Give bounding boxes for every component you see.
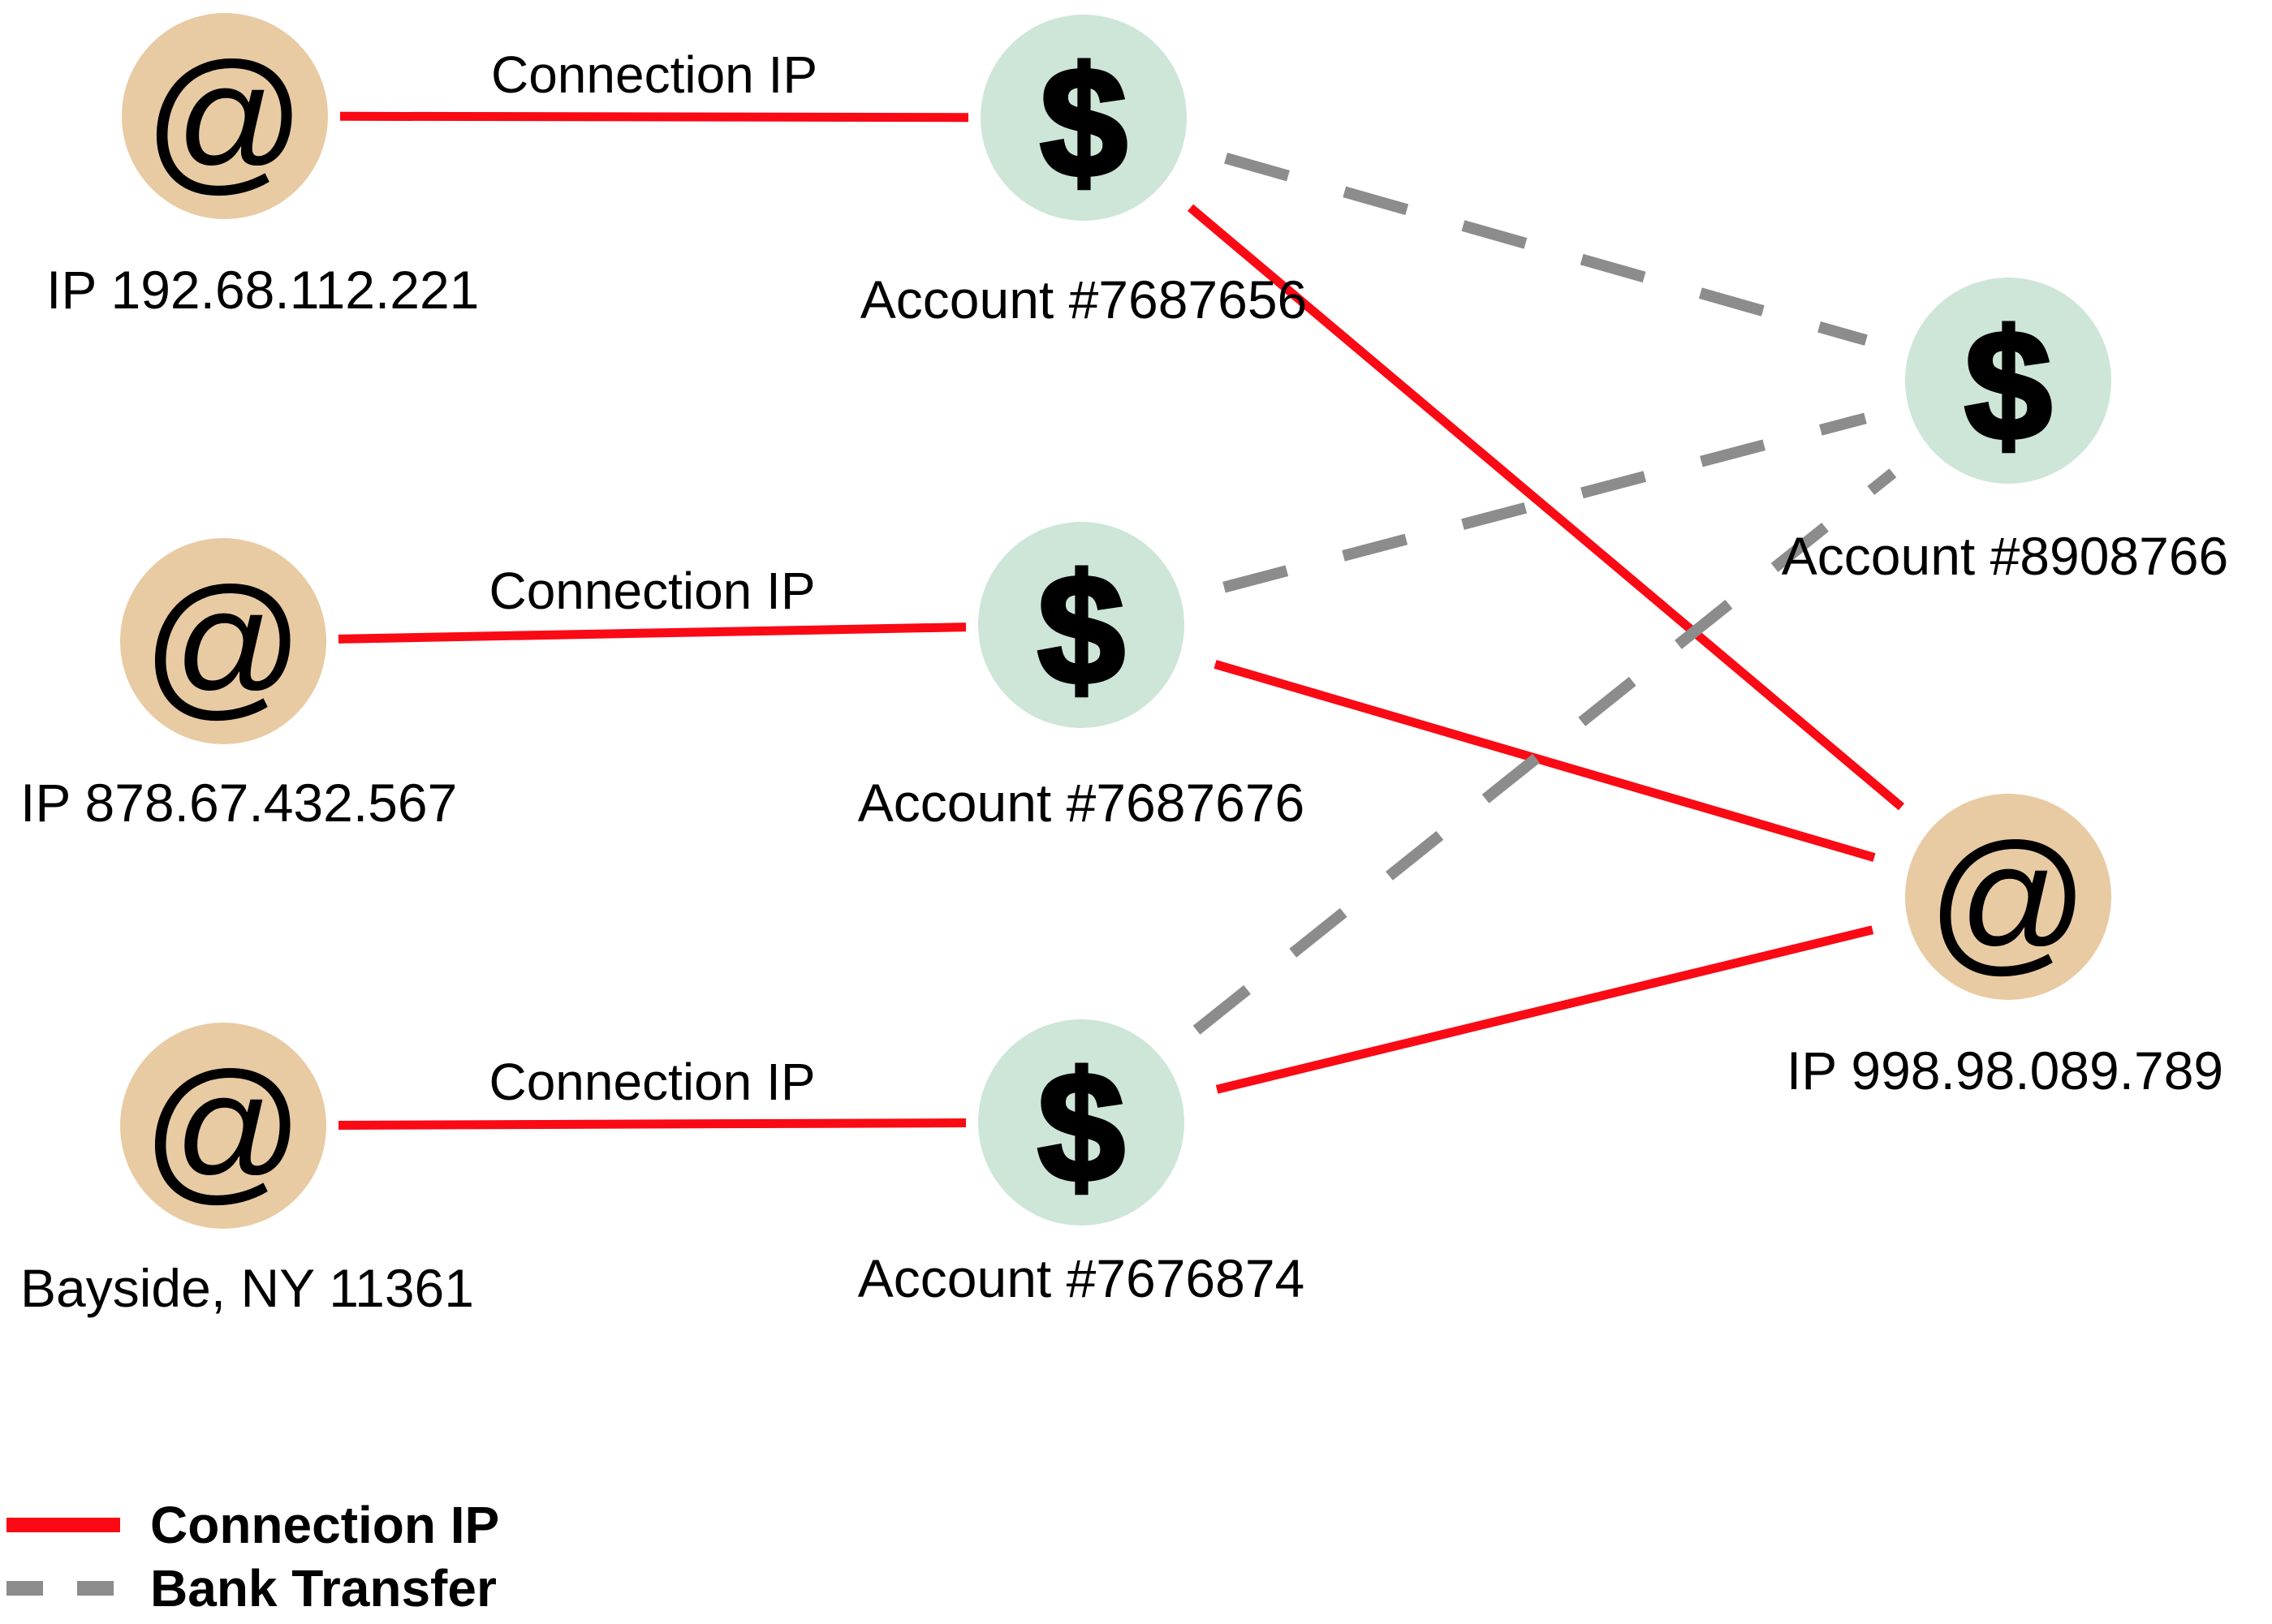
dollar-icon: $ (1041, 35, 1127, 209)
node-acct-7676874 (978, 1019, 1184, 1226)
node-ip-bayside (120, 1023, 326, 1229)
at-icon: @ (143, 1040, 304, 1217)
legend: Connection IP Bank Transfer (6, 1493, 499, 1620)
legend-item-connection-ip: Connection IP (6, 1493, 499, 1557)
node-ip-878 (120, 538, 326, 744)
node-acct-7687656 (981, 15, 1187, 221)
edge-acct-7676874-acct-8908766 (1192, 468, 1897, 1035)
node-ip-192 (122, 13, 328, 219)
legend-label-connection-ip: Connection IP (150, 1496, 500, 1554)
edge-label: Connection IP (489, 562, 815, 620)
node-label-acct-7676874: Account #7676874 (858, 1248, 1304, 1308)
node-label-ip-bayside: Bayside, NY 11361 (20, 1258, 474, 1318)
edge-ip-878-acct-7687676 (338, 622, 967, 644)
edge-acct-7676874-ip-998 (1215, 925, 1874, 1094)
edge-acct-7687656-ip-998 (1187, 204, 1905, 811)
node-label-acct-7687676: Account #7687676 (858, 773, 1304, 833)
edge-ip-bayside-acct-7676874 (338, 1118, 967, 1130)
node-acct-7687676 (978, 522, 1184, 728)
bank-transfer-line-swatch (6, 1581, 116, 1596)
edge-acct-7687656-acct-8908766 (1224, 153, 1868, 346)
node-label-acct-8908766: Account #8908766 (1782, 526, 2228, 586)
node-acct-8908766 (1905, 278, 2111, 484)
node-ip-998 (1905, 794, 2111, 1000)
node-label-acct-7687656: Account #7687656 (860, 269, 1307, 330)
at-icon: @ (1928, 811, 2089, 989)
at-icon: @ (144, 30, 306, 208)
connection-ip-line-swatch (6, 1518, 120, 1532)
legend-item-bank-transfer: Bank Transfer (6, 1557, 499, 1620)
node-label-ip-878: IP 878.67.432.567 (20, 773, 457, 833)
legend-swatch-box (6, 1518, 128, 1532)
edge-ip-192-acct-7687656 (339, 111, 969, 123)
legend-swatch-box (6, 1581, 128, 1596)
edge-label: Connection IP (491, 45, 817, 104)
at-icon: @ (143, 555, 304, 733)
dollar-icon: $ (1038, 1040, 1125, 1214)
dollar-icon: $ (1965, 298, 2052, 472)
edge-acct-7687676-ip-998 (1214, 660, 1876, 862)
dollar-icon: $ (1038, 542, 1125, 717)
edge-acct-7687676-acct-8908766 (1222, 412, 1867, 593)
legend-label-bank-transfer: Bank Transfer (150, 1559, 497, 1618)
node-label-ip-192: IP 192.68.112.221 (46, 260, 479, 320)
node-label-ip-998: IP 998.98.089.789 (1787, 1040, 2223, 1101)
edge-label: Connection IP (489, 1053, 815, 1111)
